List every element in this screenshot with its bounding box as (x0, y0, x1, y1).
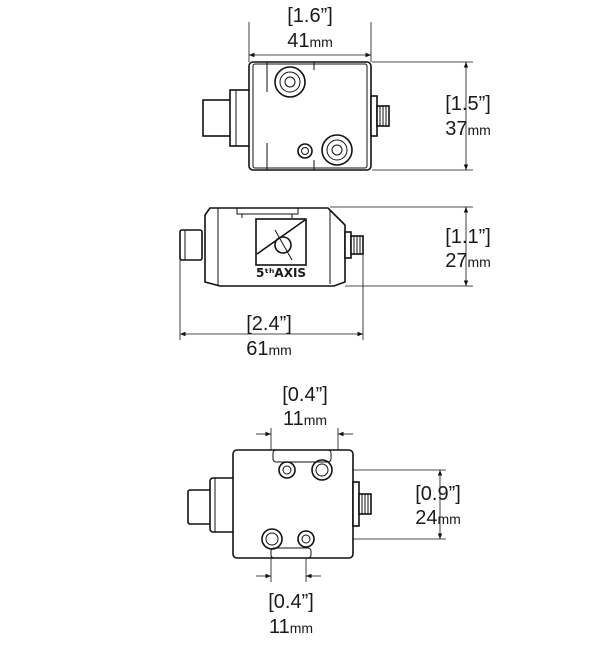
side-view: 5ᵗʰAXIS [1.1”] 27mm [2.4”] 61mm (179, 206, 491, 360)
bottom-bottom-spacing-inches: [0.4”] (268, 591, 314, 613)
bottom-top-spacing-mm: 11mm (283, 408, 327, 430)
side-length-mm: 61mm (246, 338, 292, 360)
side-height-inches: [1.1”] (445, 226, 491, 248)
top-height-inches: [1.5”] (445, 93, 491, 115)
logo-text: 5ᵗʰAXIS (256, 266, 306, 280)
bottom-bottom-spacing-mm: 11mm (269, 616, 313, 638)
pin-icon (297, 143, 313, 159)
top-height-mm: 37mm (445, 118, 491, 140)
side-length-inches: [2.4”] (246, 313, 292, 335)
side-height-mm: 27mm (445, 250, 491, 272)
hole-icon (261, 528, 283, 550)
bottom-view-body (232, 449, 354, 559)
top-width-inches: [1.6”] (287, 5, 333, 27)
logo: 5ᵗʰAXIS (255, 218, 307, 280)
screw-icon (321, 134, 353, 166)
bottom-top-spacing-inches: [0.4”] (282, 384, 328, 406)
bottom-hole-spacing-mm: 24mm (415, 507, 461, 529)
screw-icon (274, 66, 306, 98)
hole-icon (278, 461, 296, 479)
hole-icon (297, 530, 315, 548)
top-view: [1.6”] 41mm [1.5”] 37mm (202, 5, 491, 171)
bottom-view: [0.4”] 11mm [0.9”] 24mm [0.4”] 11mm (187, 384, 461, 638)
bottom-hole-spacing-inches: [0.9”] (415, 483, 461, 505)
top-width-mm: 41mm (287, 30, 333, 52)
hole-icon (311, 459, 333, 481)
